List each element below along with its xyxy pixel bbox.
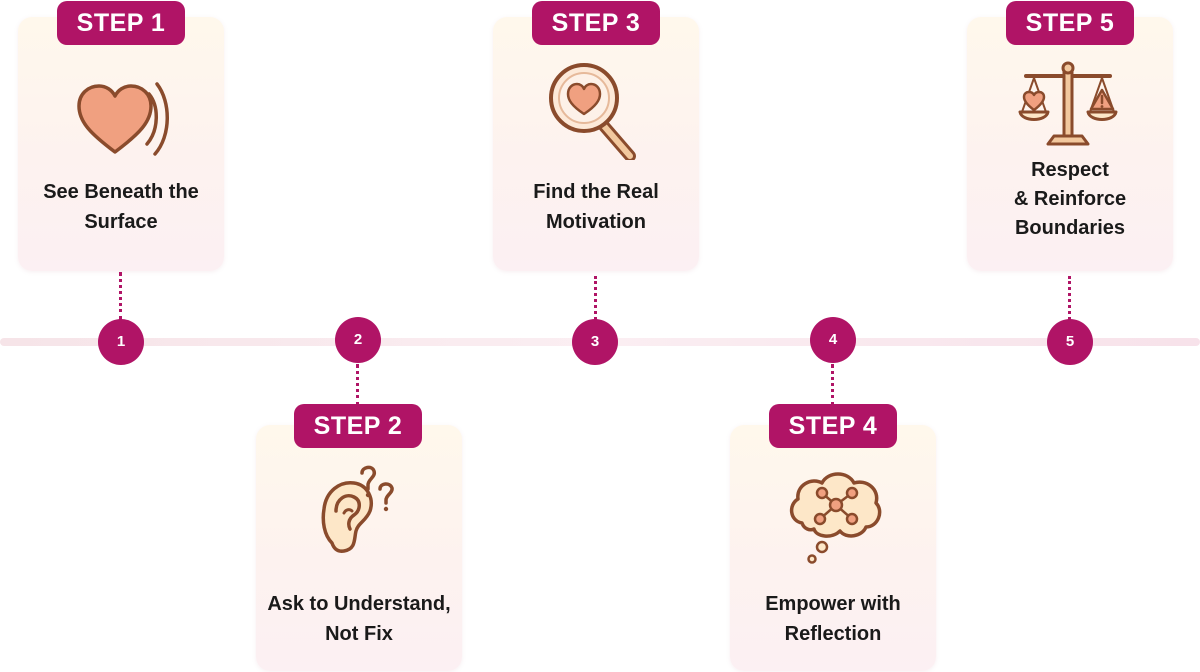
ear-question-icon xyxy=(321,465,394,553)
step-3-title-line-1: Find the Real xyxy=(533,181,659,203)
step-5-badge: STEP 5 xyxy=(1006,1,1134,45)
step-2-badge: STEP 2 xyxy=(294,404,422,448)
step-5-connector xyxy=(1068,276,1071,320)
step-4-title-line-1: Empower with xyxy=(765,593,901,615)
step-4-card xyxy=(730,425,936,671)
thought-cloud-network-icon xyxy=(789,472,882,564)
step-2-marker: 2 xyxy=(335,317,381,363)
step-5-title-line-1: Respect xyxy=(1031,159,1109,181)
step-5-title: Respect & Reinforce Boundaries xyxy=(967,156,1173,243)
step-1-title-line-2: Surface xyxy=(84,211,158,233)
step-5-marker: 5 xyxy=(1047,319,1093,365)
step-2-card xyxy=(256,425,462,671)
step-2-title-line-1: Ask to Understand, xyxy=(267,593,451,615)
step-4-connector xyxy=(831,364,834,406)
step-2-title-line-2: Not Fix xyxy=(325,623,393,645)
step-5-title-line-3: Boundaries xyxy=(1014,217,1126,239)
step-1-badge: STEP 1 xyxy=(57,1,185,45)
magnifier-heart-icon xyxy=(549,63,636,160)
heart-waves-icon xyxy=(77,82,169,156)
step-1-title: See Beneath the Surface xyxy=(18,177,224,237)
step-4-badge: STEP 4 xyxy=(769,404,897,448)
step-3-badge: STEP 3 xyxy=(532,1,660,45)
step-5-title-line-2: & Reinforce xyxy=(1013,188,1127,210)
step-3-marker: 3 xyxy=(572,319,618,365)
step-2-title: Ask to Understand, Not Fix xyxy=(256,589,462,649)
step-3-title: Find the Real Motivation xyxy=(493,177,699,237)
step-4-title-line-2: Reflection xyxy=(784,623,882,645)
step-1-title-line-1: See Beneath the xyxy=(43,181,199,203)
step-1-marker: 1 xyxy=(98,319,144,365)
step-3-card xyxy=(493,17,699,271)
step-3-title-line-2: Motivation xyxy=(546,211,646,233)
step-4-marker: 4 xyxy=(810,317,856,363)
step-2-connector xyxy=(356,364,359,406)
step-4-title: Empower with Reflection xyxy=(730,589,936,649)
step-3-connector xyxy=(594,276,597,320)
step-1-connector xyxy=(119,272,122,320)
balance-scale-icon xyxy=(1018,61,1118,146)
